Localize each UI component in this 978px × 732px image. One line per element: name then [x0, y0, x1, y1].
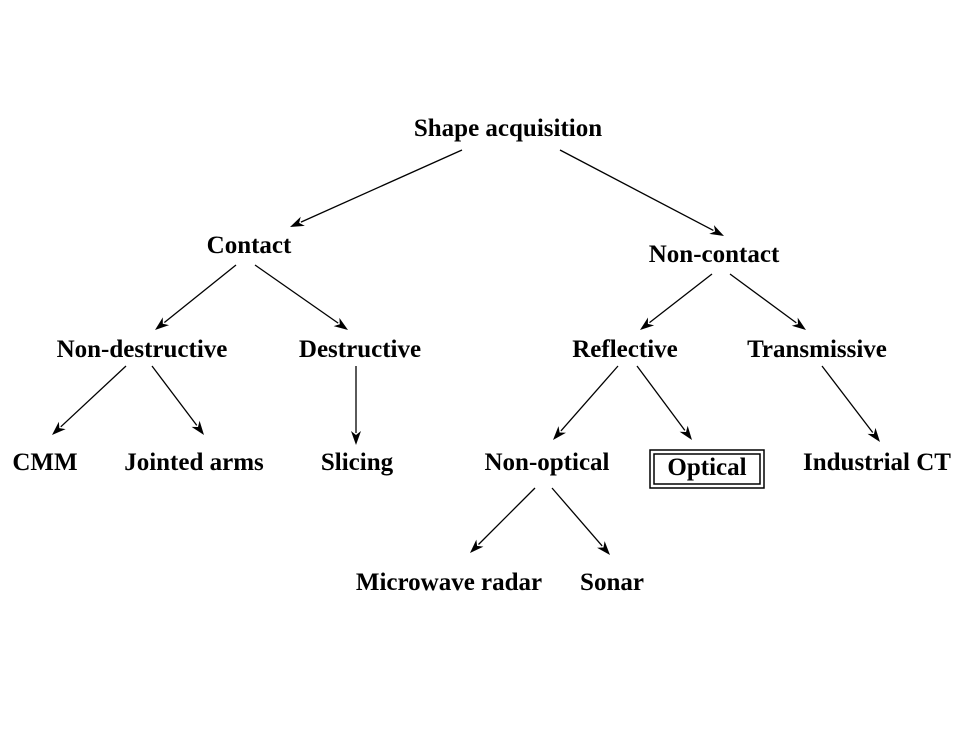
arrowhead-contact-to-non-destructive	[155, 317, 170, 330]
arrowhead-shape-acquisition-to-contact	[290, 216, 305, 227]
edge-contact-to-destructive	[254, 264, 339, 324]
node-shape-acquisition: Shape acquisition	[414, 115, 602, 142]
node-industrial-ct: Industrial CT	[803, 449, 951, 476]
edge-transmissive-to-industrial-ct	[821, 365, 874, 433]
node-reflective: Reflective	[572, 336, 677, 363]
node-non-optical: Non-optical	[485, 449, 610, 476]
arrowhead-reflective-to-non-optical	[553, 426, 566, 440]
arrowhead-non-contact-to-transmissive	[791, 317, 806, 330]
edge-non-contact-to-reflective	[649, 273, 713, 324]
arrowhead-non-destructive-to-jointed-arms	[191, 420, 204, 435]
edges-group	[52, 149, 880, 555]
node-destructive: Destructive	[299, 336, 421, 363]
arrowhead-shape-acquisition-to-non-contact	[709, 225, 724, 236]
node-non-destructive: Non-destructive	[57, 336, 228, 363]
optical-highlight-outer	[649, 449, 765, 489]
node-slicing: Slicing	[321, 449, 394, 476]
edge-non-destructive-to-jointed-arms	[151, 365, 198, 426]
node-sonar: Sonar	[580, 569, 644, 596]
edge-non-optical-to-microwave-radar	[478, 487, 536, 545]
node-contact: Contact	[207, 232, 292, 259]
edge-reflective-to-non-optical	[560, 365, 619, 432]
arrowhead-reflective-to-optical	[679, 425, 692, 440]
arrowhead-non-optical-to-sonar	[597, 541, 610, 555]
optical-highlight-inner	[653, 453, 761, 485]
node-non-contact: Non-contact	[649, 241, 780, 268]
node-jointed-arms: Jointed arms	[124, 449, 264, 476]
edge-non-destructive-to-cmm	[60, 365, 127, 428]
node-microwave-radar: Microwave radar	[356, 569, 542, 596]
edge-shape-acquisition-to-non-contact	[559, 149, 714, 232]
arrowhead-destructive-to-slicing	[351, 431, 361, 445]
edge-non-contact-to-transmissive	[729, 273, 797, 324]
arrowhead-non-destructive-to-cmm	[52, 421, 66, 435]
edge-shape-acquisition-to-contact	[300, 149, 463, 223]
edge-non-optical-to-sonar	[551, 487, 603, 547]
node-optical: Optical	[667, 454, 746, 481]
arrowhead-contact-to-destructive	[333, 317, 348, 330]
node-transmissive: Transmissive	[747, 336, 887, 363]
edge-contact-to-non-destructive	[163, 264, 237, 323]
edge-reflective-to-optical	[636, 365, 686, 431]
node-cmm: CMM	[12, 449, 77, 476]
arrowhead-non-optical-to-microwave-radar	[470, 539, 484, 553]
arrowhead-non-contact-to-reflective	[640, 317, 655, 330]
arrowhead-transmissive-to-industrial-ct	[867, 427, 880, 442]
